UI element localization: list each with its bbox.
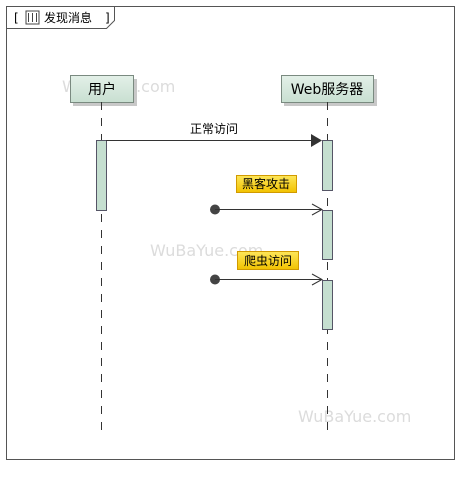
interaction-frame [6,6,455,460]
message-crawler-access-label: 爬虫访问 [244,254,292,268]
lifeline-user-head[interactable] [70,75,134,103]
message-normal-access[interactable]: 正常访问 [106,122,322,147]
lifeline-server-label: Web服务器 [291,82,364,98]
message-crawler-access-highlight [237,251,299,270]
interaction-frame-icon [25,10,40,25]
activation-server-3 [322,280,333,330]
watermark-3: WuBaYue.com [298,407,411,426]
frame-bracket-close: ] [105,11,110,25]
activation-server-1 [322,140,333,191]
message-hacker-attack-arrowhead [311,203,324,216]
message-normal-access-arrowhead [311,134,322,147]
activation-user [96,140,107,211]
activation-server-2 [322,210,333,260]
message-normal-access-label: 正常访问 [190,122,238,136]
lifeline-user[interactable]: 用户 [70,75,138,439]
frame-title: 发现消息 [44,10,92,25]
message-hacker-attack[interactable]: 黑客攻击 [210,175,324,216]
lifeline-user-label: 用户 [88,81,116,98]
message-hacker-attack-label: 黑客攻击 [242,176,290,191]
lifeline-server-head[interactable] [281,75,374,103]
lifeline-server[interactable]: Web服务器 [281,75,378,439]
frame-bracket-open: [ [14,11,19,25]
message-crawler-access-arrowhead [311,273,324,286]
watermark-2: WuBaYue.com [150,241,263,260]
message-crawler-access[interactable]: 爬虫访问 [210,251,324,286]
message-hacker-attack-highlight [236,175,297,193]
